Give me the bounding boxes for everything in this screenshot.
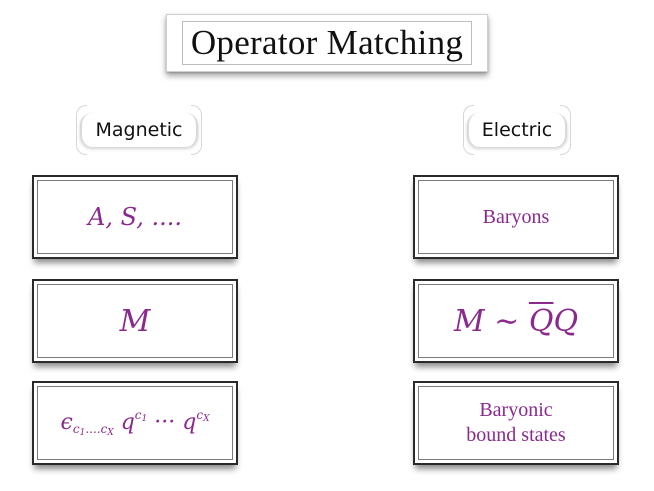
page-title: Operator Matching [181,20,473,66]
magnetic-column-header: Magnetic [76,105,202,155]
magnetic-card-3: ϵc1....cX qc1 ··· qcX [32,381,238,465]
electric-column-header: Electric [463,105,571,155]
electric-card-3: Baryonic bound states [413,381,619,465]
electric-card-1: Baryons [413,175,619,259]
magnetic-label: Magnetic [95,119,183,141]
electric-card-2: M ∼ QQ [413,279,619,363]
electric-label: Electric [481,119,553,141]
magnetic-card-2: M [32,279,238,363]
magnetic-operator-3: ϵc1....cX qc1 ··· qcX [60,408,210,438]
electric-operator-1: Baryons [482,205,550,228]
magnetic-card-1: A, S, .... [32,175,238,259]
title-plaque: Operator Matching [166,14,488,72]
electric-operator-2: M ∼ QQ [453,303,579,339]
electric-operator-3: Baryonic bound states [466,399,566,446]
magnetic-operator-1: A, S, .... [88,203,182,231]
magnetic-operator-2: M [119,303,151,339]
